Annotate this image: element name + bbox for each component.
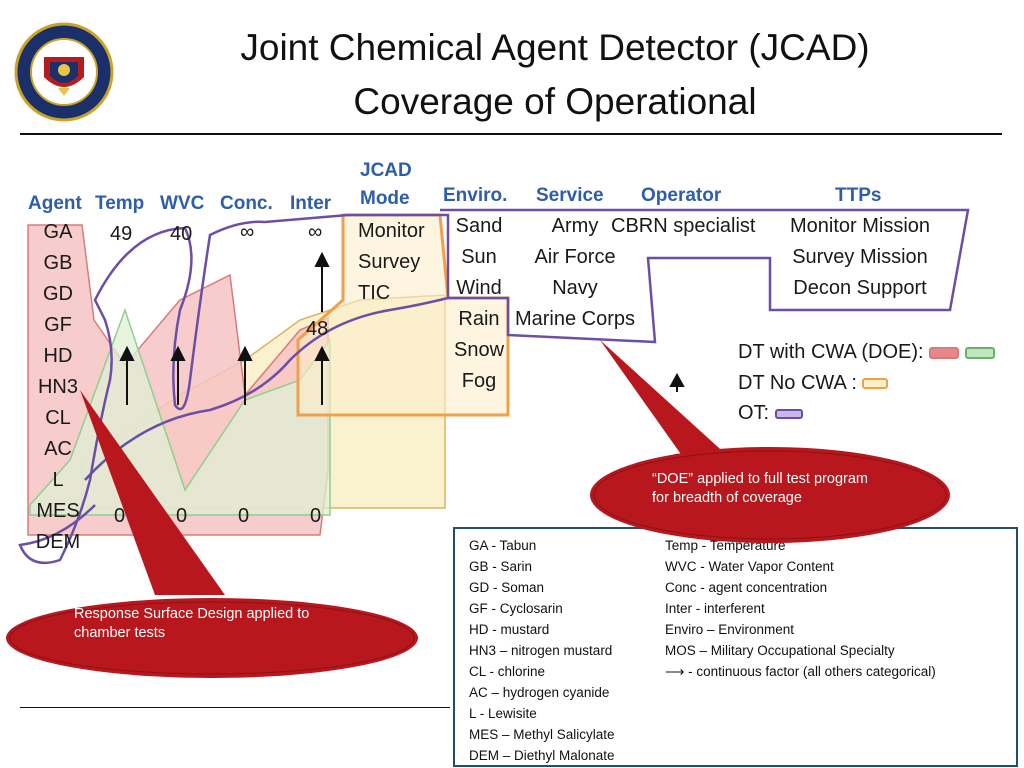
header-agent: Agent	[28, 193, 82, 214]
operator-value: CBRN specialist	[611, 215, 756, 237]
legend-right-list: Temp - Temperature WVC - Water Vapor Con…	[665, 535, 936, 682]
doe-green-region	[29, 307, 331, 516]
ttp-survey-mission: Survey Mission	[792, 246, 928, 268]
conc-bottom-value: 0	[238, 505, 250, 527]
ttp-monitor-mission: Monitor Mission	[789, 215, 931, 237]
conc-top-value: ∞	[240, 221, 255, 243]
key-nocwa-swatch	[862, 378, 889, 390]
service-navy: Navy	[552, 277, 598, 299]
agent-hn3: HN3	[37, 376, 78, 398]
enviro-wind: Wind	[456, 277, 502, 299]
ttps-column: Monitor Mission Survey Mission Decon Sup…	[775, 215, 945, 308]
ot-continuous-line	[84, 296, 449, 481]
header-operator: Operator	[641, 185, 722, 206]
long-arrow-icon: ⟶	[665, 664, 685, 679]
wvc-bottom-value: 0	[176, 505, 188, 527]
mode-tic: TIC	[358, 282, 391, 304]
header-conc: Conc.	[220, 193, 273, 214]
agent-cl: CL	[45, 407, 71, 429]
enviro-column: Sand Sun Wind Rain Snow Fog	[448, 215, 510, 401]
footer-divider	[20, 707, 450, 708]
agent-hd: HD	[43, 345, 73, 367]
legend-item: MES – Methyl Salicylate	[469, 727, 615, 742]
agent-ga: GA	[43, 221, 73, 243]
rsd-callout	[6, 390, 418, 678]
coverage-diagram	[18, 208, 970, 565]
header-mode: Mode	[360, 188, 410, 209]
doe-callout	[590, 340, 950, 543]
legend-left-list: GA - Tabun GB - Sarin GD - Soman GF - Cy…	[469, 535, 615, 766]
dote-seal	[14, 22, 114, 122]
legend-item: GF - Cyclosarin	[469, 601, 563, 616]
legend-item: WVC - Water Vapor Content	[665, 559, 834, 574]
key-doe-green-swatch	[964, 346, 995, 359]
rsd-callout-text: Response Surface Design applied to chamb…	[74, 606, 310, 641]
legend-continuous-row: ⟶ - continuous factor (all others catego…	[665, 661, 936, 682]
header-temp: Temp	[95, 193, 145, 214]
key-ot-swatch	[774, 408, 803, 419]
enviro-snow: Snow	[453, 339, 505, 361]
legend-item: L - Lewisite	[469, 706, 537, 721]
title-line-1: Joint Chemical Agent Detector (JCAD)	[240, 27, 870, 68]
enviro-rain: Rain	[458, 308, 500, 330]
inter-top-value: ∞	[308, 221, 323, 243]
legend-item: HN3 – nitrogen mustard	[469, 643, 613, 658]
mode-survey: Survey	[358, 251, 421, 273]
agent-gd: GD	[43, 283, 73, 305]
legend-item: MOS – Military Occupational Specialty	[665, 643, 895, 658]
legend-item: Enviro – Environment	[665, 622, 795, 637]
mode-column: Monitor Survey TIC	[358, 220, 425, 313]
enviro-sand: Sand	[455, 215, 503, 237]
header-service: Service	[536, 185, 604, 206]
legend-item: HD - mustard	[469, 622, 550, 637]
legend-item: GA - Tabun	[469, 538, 537, 553]
agent-ac: AC	[44, 438, 72, 460]
service-column: Army Air Force Navy Marine Corps	[510, 215, 640, 339]
doe-callout-text: “DOE” applied to full test program for b…	[652, 471, 868, 506]
header-wvc: WVC	[160, 193, 205, 214]
enviro-sun: Sun	[461, 246, 497, 268]
header-ttps: TTPs	[835, 185, 882, 206]
service-army: Army	[551, 215, 599, 237]
service-air-force: Air Force	[534, 246, 616, 268]
ot-outline	[18, 208, 970, 565]
wvc-top-value: 40	[170, 223, 193, 245]
agent-gf: GF	[44, 314, 72, 336]
service-marine-corps: Marine Corps	[514, 308, 636, 330]
temp-bottom-value: 0	[114, 505, 126, 527]
legend-item: Conc - agent concentration	[665, 580, 828, 595]
key-doe-label: DT with CWA (DOE):	[738, 341, 924, 363]
inter-bottom-value: 0	[310, 505, 322, 527]
key-doe-red-swatch	[929, 346, 960, 359]
agent-dem: DEM	[35, 531, 81, 553]
enviro-fog: Fog	[461, 370, 497, 392]
legend-item: Inter - interferent	[665, 601, 765, 616]
legend-box: GA - Tabun GB - Sarin GD - Soman GF - Cy…	[453, 527, 1018, 767]
key-ot-label: OT:	[738, 402, 770, 424]
title-line-2: Coverage of Operational	[353, 81, 757, 122]
header-inter: Inter	[290, 193, 332, 214]
legend-arrow-text: - continuous factor (all others categori…	[688, 664, 936, 679]
legend-item: AC – hydrogen cyanide	[469, 685, 610, 700]
legend-item: DEM – Diethyl Malonate	[469, 748, 615, 763]
title-divider	[20, 133, 1002, 135]
key-nocwa-label: DT No CWA :	[738, 372, 857, 394]
ttp-decon-support: Decon Support	[793, 277, 927, 299]
header-enviro: Enviro.	[443, 185, 508, 206]
agent-column: GA GB GD GF HD HN3 CL AC L MES DEM	[28, 221, 88, 562]
agent-gb: GB	[43, 252, 73, 274]
nocwa-mode-box	[296, 213, 510, 417]
key-doe: DT with CWA (DOE):	[738, 341, 995, 364]
mode-monitor: Monitor	[358, 220, 425, 242]
key-nocwa: DT No CWA :	[738, 372, 889, 395]
agent-mes: MES	[36, 500, 80, 522]
legend-item: GD - Soman	[469, 580, 545, 595]
agent-l: L	[52, 469, 64, 491]
inter-mid-value: 48	[306, 318, 329, 340]
key-ot: OT:	[738, 402, 803, 425]
temp-top-value: 49	[110, 223, 133, 245]
legend-item: CL - chlorine	[469, 664, 546, 679]
header-jcad: JCAD	[360, 160, 412, 181]
legend-item: GB - Sarin	[469, 559, 533, 574]
